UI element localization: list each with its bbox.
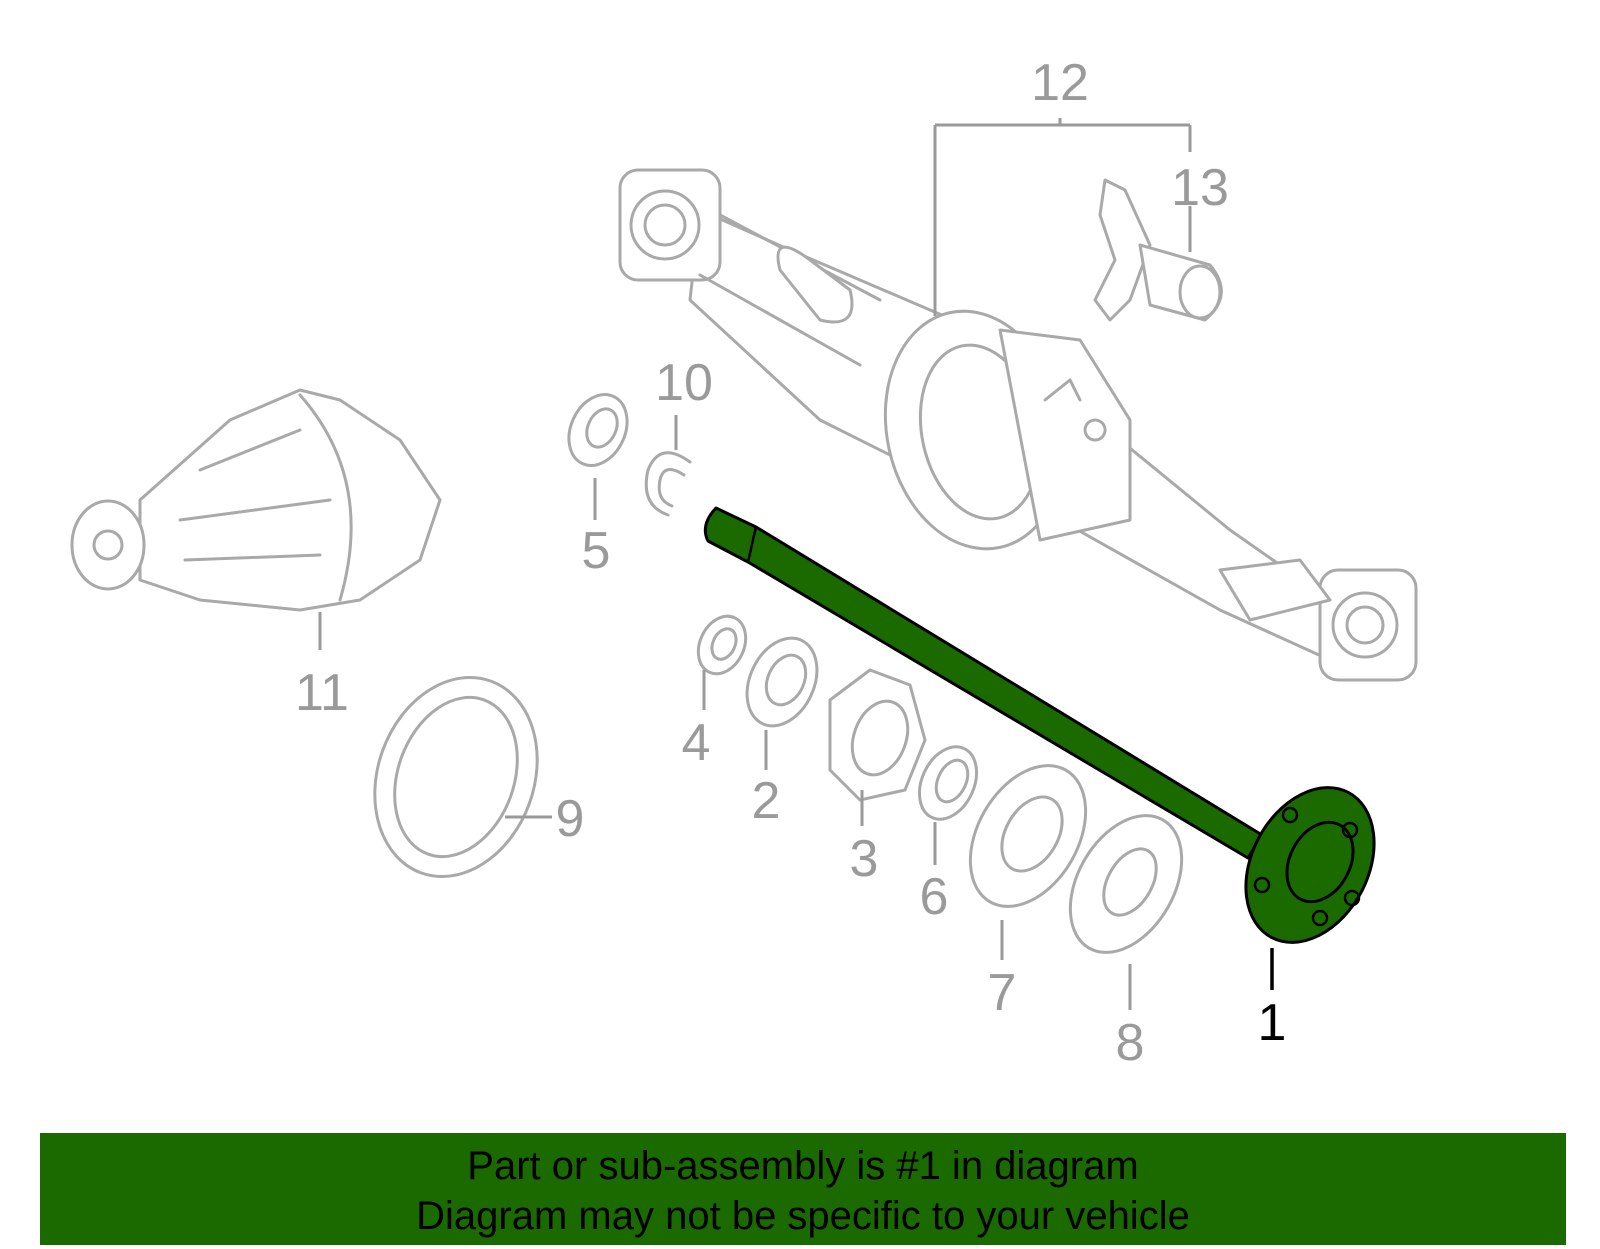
banner-line-2: Diagram may not be specific to your vehi…: [416, 1194, 1190, 1238]
part-7-plate[interactable]: [947, 745, 1110, 927]
part-3-retainer[interactable]: [828, 668, 927, 802]
part-8-gasket[interactable]: [1047, 796, 1204, 972]
banner-line-1: Part or sub-assembly is #1 in diagram: [467, 1144, 1139, 1188]
part-10-snap-ring[interactable]: [644, 451, 692, 517]
part-6-seal[interactable]: [908, 738, 987, 829]
callout-13: 13: [1171, 159, 1229, 217]
info-banner: Part or sub-assembly is #1 in diagram Di…: [40, 1133, 1566, 1245]
part-2-bearing[interactable]: [734, 627, 831, 737]
part-4-seal[interactable]: [689, 609, 754, 682]
part-11-differential-carrier[interactable]: [70, 388, 442, 612]
callout-4: 4: [682, 714, 711, 772]
callout-7: 7: [988, 964, 1017, 1022]
callout-11: 11: [295, 664, 349, 722]
callout-6: 6: [920, 868, 949, 926]
callout-9: 9: [556, 790, 585, 848]
part-1-axle-shaft[interactable]: [703, 506, 1399, 965]
callout-12: 12: [1031, 54, 1089, 112]
part-9-gasket[interactable]: [348, 654, 564, 899]
part-5-seal[interactable]: [558, 385, 638, 475]
part-13-bracket[interactable]: [1093, 178, 1223, 322]
callout-5: 5: [582, 522, 611, 580]
part-12-axle-housing[interactable]: [618, 168, 1418, 682]
callout-2: 2: [752, 772, 781, 830]
callout-10: 10: [655, 354, 713, 412]
callout-3: 3: [850, 830, 879, 888]
callout-1: 1: [1258, 994, 1287, 1052]
callout-8: 8: [1116, 1014, 1145, 1072]
leader-lines: [318, 118, 1274, 1010]
